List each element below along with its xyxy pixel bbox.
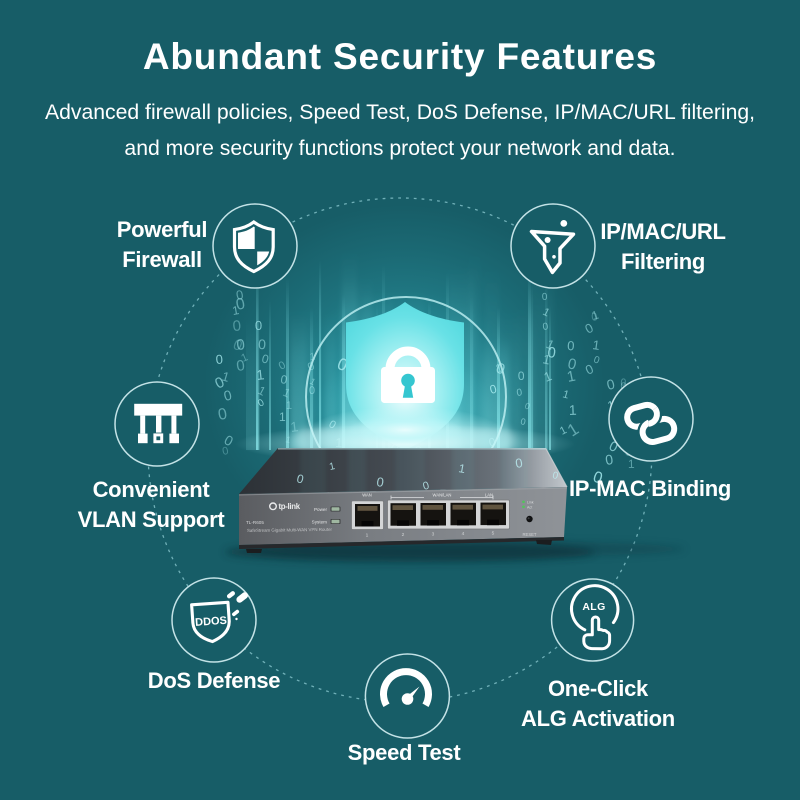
svg-text:1: 1 bbox=[279, 410, 286, 424]
svg-text:SafeStream Gigabit Multi-WAN V: SafeStream Gigabit Multi-WAN VPN Router bbox=[247, 527, 333, 533]
svg-text:1: 1 bbox=[220, 368, 231, 384]
svg-text:0: 0 bbox=[620, 377, 628, 389]
svg-text:1: 1 bbox=[286, 400, 292, 412]
svg-text:1: 1 bbox=[309, 351, 316, 363]
svg-text:0: 0 bbox=[235, 296, 247, 314]
svg-text:0: 0 bbox=[518, 369, 525, 383]
svg-text:1: 1 bbox=[239, 351, 249, 364]
svg-text:0: 0 bbox=[605, 376, 616, 393]
svg-text:0: 0 bbox=[260, 351, 270, 366]
svg-text:0: 0 bbox=[516, 387, 523, 399]
svg-text:0: 0 bbox=[551, 470, 559, 482]
svg-text:WAN: WAN bbox=[362, 493, 372, 498]
svg-text:1: 1 bbox=[256, 366, 266, 383]
svg-text:Act: Act bbox=[527, 506, 532, 510]
svg-text:Power: Power bbox=[314, 507, 327, 512]
svg-text:LAN: LAN bbox=[485, 493, 493, 498]
svg-text:0: 0 bbox=[523, 401, 531, 412]
svg-text:ALG: ALG bbox=[582, 601, 605, 613]
svg-text:0: 0 bbox=[514, 455, 523, 471]
svg-text:1: 1 bbox=[541, 351, 551, 367]
svg-text:0: 0 bbox=[566, 355, 578, 373]
svg-text:RESET: RESET bbox=[523, 532, 537, 537]
svg-text:0: 0 bbox=[235, 287, 245, 303]
svg-text:1: 1 bbox=[494, 360, 505, 375]
svg-text:WAN/LAN: WAN/LAN bbox=[433, 493, 452, 498]
svg-text:1: 1 bbox=[541, 306, 552, 319]
svg-text:0: 0 bbox=[567, 338, 575, 353]
svg-text:0: 0 bbox=[222, 387, 233, 404]
svg-text:3: 3 bbox=[432, 532, 435, 538]
svg-text:1: 1 bbox=[569, 402, 578, 418]
svg-text:0: 0 bbox=[215, 352, 223, 367]
svg-text:0: 0 bbox=[232, 317, 242, 335]
svg-text:1: 1 bbox=[628, 457, 635, 471]
svg-text:0: 0 bbox=[255, 318, 262, 333]
svg-text:0: 0 bbox=[221, 445, 229, 458]
svg-text:0: 0 bbox=[422, 480, 431, 493]
svg-text:5: 5 bbox=[492, 531, 495, 537]
svg-text:1: 1 bbox=[566, 368, 577, 386]
svg-text:0: 0 bbox=[376, 474, 385, 490]
svg-text:1: 1 bbox=[366, 533, 369, 539]
svg-text:0: 0 bbox=[604, 451, 614, 468]
svg-text:0: 0 bbox=[256, 397, 267, 410]
svg-text:0: 0 bbox=[542, 292, 549, 303]
svg-text:0: 0 bbox=[280, 372, 289, 387]
svg-text:tp-link: tp-link bbox=[279, 502, 301, 511]
svg-text:2: 2 bbox=[402, 532, 405, 538]
svg-text:1: 1 bbox=[558, 424, 569, 437]
svg-text:1: 1 bbox=[308, 376, 317, 387]
svg-text:1: 1 bbox=[592, 337, 601, 353]
svg-text:4: 4 bbox=[462, 531, 465, 537]
svg-text:1: 1 bbox=[289, 418, 299, 435]
svg-text:0: 0 bbox=[235, 357, 245, 375]
svg-text:0: 0 bbox=[306, 360, 317, 373]
svg-text:1: 1 bbox=[231, 303, 240, 318]
svg-text:0: 0 bbox=[592, 354, 601, 366]
svg-text:System: System bbox=[312, 520, 327, 525]
svg-text:DDOS: DDOS bbox=[195, 615, 228, 629]
svg-text:0: 0 bbox=[542, 321, 549, 333]
svg-text:0: 0 bbox=[258, 336, 267, 352]
svg-text:Link: Link bbox=[527, 501, 534, 505]
svg-text:0: 0 bbox=[309, 385, 315, 397]
svg-text:0: 0 bbox=[591, 311, 599, 324]
svg-text:TL-R605: TL-R605 bbox=[246, 520, 264, 525]
svg-text:0: 0 bbox=[488, 382, 498, 397]
svg-text:0: 0 bbox=[547, 344, 557, 362]
svg-text:0: 0 bbox=[295, 471, 305, 486]
svg-text:1: 1 bbox=[590, 307, 601, 322]
svg-text:1: 1 bbox=[457, 461, 466, 476]
svg-text:0: 0 bbox=[520, 416, 527, 427]
svg-text:0: 0 bbox=[236, 336, 246, 354]
svg-text:0: 0 bbox=[277, 359, 288, 372]
svg-text:1: 1 bbox=[561, 388, 570, 401]
svg-text:0: 0 bbox=[217, 406, 229, 424]
svg-text:1: 1 bbox=[328, 461, 336, 473]
